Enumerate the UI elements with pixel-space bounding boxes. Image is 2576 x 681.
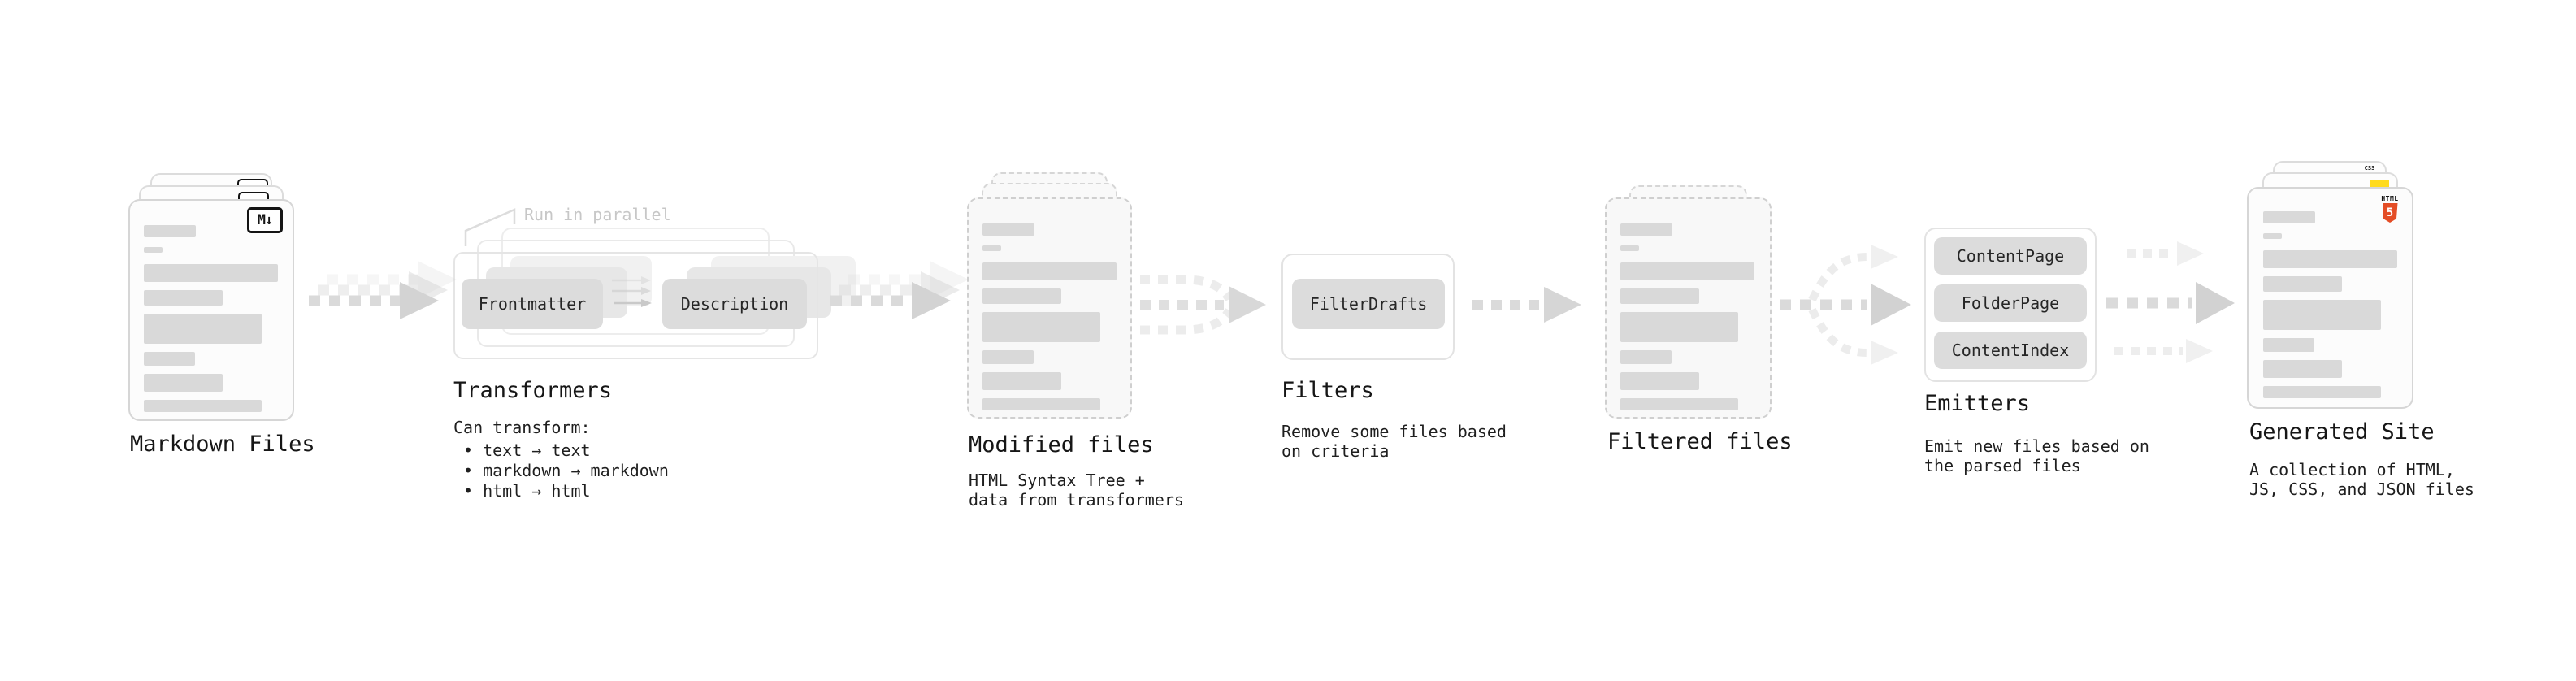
generated-site-desc: A collection of HTML, JS, CSS, and JSON …: [2249, 460, 2474, 499]
bullet-item: • text → text: [463, 440, 591, 460]
pill-contentindex: ContentIndex: [1934, 332, 2087, 369]
pill-filterdrafts: FilterDrafts: [1292, 279, 1445, 329]
desc-line: Emit new files based on: [1924, 436, 2149, 456]
flow-arrow-modified-to-filters: [1140, 275, 1266, 335]
doc-card-front: [1605, 197, 1772, 419]
stage-title-filters: Filters: [1281, 378, 1374, 403]
html5-icon-numeral: 5: [2386, 206, 2394, 219]
bullet-item: • markdown → markdown: [463, 461, 669, 480]
doc-content-lines: [2263, 211, 2397, 398]
stage-title-generated-site: Generated Site: [2249, 419, 2435, 445]
transformer-frame-front: [453, 252, 818, 359]
flow-arrow-emitters-to-generated: [2106, 241, 2235, 363]
css-icon-label: CSS: [2364, 165, 2375, 171]
js-icon: [2370, 180, 2389, 189]
html5-icon-shield: 5: [2382, 203, 2398, 223]
pill-contentpage: ContentPage: [1934, 237, 2087, 275]
desc-line: HTML Syntax Tree +: [969, 471, 1145, 490]
stage-title-emitters: Emitters: [1924, 391, 2031, 416]
markdown-icon: M↓: [247, 207, 283, 233]
pill-description: Description: [662, 279, 807, 329]
stage-title-transformers: Transformers: [453, 378, 613, 403]
emitters-desc: Emit new files based on the parsed files: [1924, 436, 2149, 475]
desc-line: the parsed files: [1924, 456, 2081, 475]
stage-title-modified-files: Modified files: [969, 432, 1154, 458]
doc-card-front: HTML 5: [2247, 187, 2413, 409]
flow-arrow-filtered-to-emitters: [1780, 245, 1911, 365]
doc-content-lines: [144, 225, 278, 412]
transformers-desc-heading: Can transform:: [453, 418, 591, 437]
transformers-bullet-list: • text → text • markdown → markdown • ht…: [463, 440, 669, 501]
desc-line: on criteria: [1281, 441, 1390, 461]
doc-card-front: [967, 197, 1132, 419]
markdown-icon-glyph: M↓: [257, 212, 274, 228]
callout-run-in-parallel: Run in parallel: [524, 205, 671, 224]
desc-line: Remove some files based: [1281, 422, 1507, 441]
pill-folderpage: FolderPage: [1934, 284, 2087, 322]
doc-card-front: M↓: [128, 199, 294, 421]
desc-line: JS, CSS, and JSON files: [2249, 479, 2474, 499]
doc-content-lines: [1620, 223, 1754, 410]
modified-files-desc: HTML Syntax Tree + data from transformer…: [969, 471, 1184, 510]
desc-line: data from transformers: [969, 490, 1184, 510]
filters-desc: Remove some files based on criteria: [1281, 422, 1507, 461]
html5-icon-label: HTML: [2381, 195, 2399, 202]
desc-line: A collection of HTML,: [2249, 460, 2455, 479]
doc-content-lines: [982, 223, 1117, 410]
flow-arrow-md-to-transformers: [309, 261, 457, 319]
stage-title-markdown-files: Markdown Files: [130, 432, 315, 457]
flow-arrow-filters-to-filtered: [1472, 287, 1581, 323]
pill-frontmatter: Frontmatter: [462, 279, 603, 329]
bullet-item: • html → html: [463, 481, 591, 501]
html5-icon: HTML 5: [2381, 196, 2399, 223]
stage-title-filtered-files: Filtered files: [1607, 429, 1793, 454]
